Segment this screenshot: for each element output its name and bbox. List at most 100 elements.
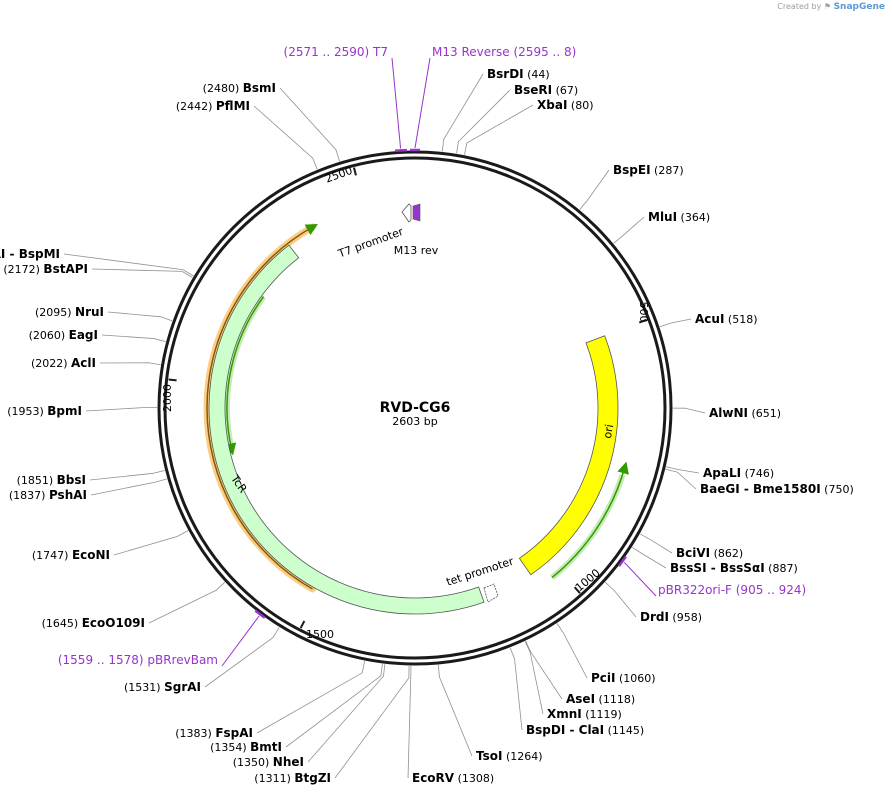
enzyme-label: (2172) BstAPI <box>3 262 88 276</box>
orf-arrow-left <box>224 296 265 456</box>
enzyme-position: (1531) <box>124 681 164 694</box>
enzyme-label: EcoRV (1308) <box>412 771 494 785</box>
leader-line <box>253 105 318 170</box>
tick-label: 2000 <box>161 384 174 412</box>
enzyme-name: EcoNI <box>72 548 110 562</box>
enzyme-position: (1645) <box>42 617 82 630</box>
leader-line <box>613 216 645 244</box>
enzyme-position: (1145) <box>604 724 644 737</box>
enzyme-name: BfuAI - BspMI <box>0 247 60 261</box>
enzyme-label: (2175) BfuAI - BspMI <box>0 247 60 261</box>
enzyme-name: BpmI <box>47 404 82 418</box>
leader-line <box>525 640 563 700</box>
enzyme-name: TsoI <box>476 749 502 763</box>
leader-lines <box>63 57 706 779</box>
enzyme-label: (1851) BbsI <box>17 473 86 487</box>
enzyme-name: BsmI <box>243 81 276 95</box>
feature-label: M13 rev <box>394 244 439 257</box>
tcr-feature <box>208 244 485 615</box>
enzyme-label: BsrDI (44) <box>487 67 550 81</box>
primer-mark <box>394 148 407 153</box>
enzyme-position: (1119) <box>582 708 622 721</box>
leader-line <box>665 468 697 490</box>
tick-label: 500 <box>637 302 650 323</box>
enzyme-name: BseRI <box>514 83 552 97</box>
enzyme-label: (1311) BtgZI <box>254 771 331 785</box>
primer-label: (2571 .. 2590) T7 <box>284 45 388 59</box>
leader-line <box>256 660 365 734</box>
leader-line <box>101 334 166 343</box>
leader-line <box>334 665 410 779</box>
enzyme-name: BbsI <box>57 473 86 487</box>
leader-line <box>204 627 280 688</box>
enzyme-name: SgrAI <box>164 680 201 694</box>
enzyme-label: (2060) EagI <box>29 328 98 342</box>
enzyme-name: AseI <box>566 692 595 706</box>
enzyme-position: (518) <box>724 313 757 326</box>
enzyme-position: (651) <box>748 407 781 420</box>
enzyme-label: (1531) SgrAI <box>124 680 201 694</box>
enzyme-position: (862) <box>710 547 743 560</box>
enzyme-label: AseI (1118) <box>566 692 635 706</box>
enzyme-label: BspDI - ClaI (1145) <box>526 723 644 737</box>
enzyme-position: (958) <box>669 611 702 624</box>
leader-line <box>63 253 194 277</box>
enzyme-position: (1953) <box>7 405 47 418</box>
leader-line <box>524 641 544 715</box>
m13-rev-icon <box>412 203 421 222</box>
enzyme-label: (1354) BmtI <box>210 740 282 754</box>
enzyme-name: XmnI <box>547 707 582 721</box>
enzyme-name: NheI <box>273 755 304 769</box>
enzyme-label: XmnI (1119) <box>547 707 622 721</box>
enzyme-position: (2442) <box>176 100 216 113</box>
enzyme-name: ApaLI <box>703 466 741 480</box>
enzyme-label: (1645) EcoO109I <box>42 616 145 630</box>
leader-line <box>631 546 667 569</box>
ori-feature <box>518 335 619 576</box>
enzyme-position: (1851) <box>17 474 57 487</box>
enzyme-position: (750) <box>821 483 854 496</box>
enzyme-position: (2022) <box>31 357 71 370</box>
snapgene-logo-icon: ⚑ <box>823 2 832 11</box>
enzyme-name: BmtI <box>250 740 282 754</box>
enzyme-label: DrdI (958) <box>640 610 702 624</box>
enzyme-label: BaeGI - Bme1580I (750) <box>700 482 854 496</box>
leader-line <box>666 466 700 474</box>
leader-line <box>407 665 412 779</box>
snapgene-branding: Created by ⚑ SnapGene <box>777 2 885 12</box>
enzyme-position: (1264) <box>502 750 542 763</box>
leader-line <box>279 87 340 162</box>
enzyme-label: (2480) BsmI <box>203 81 276 95</box>
leader-line <box>441 73 484 152</box>
enzyme-position: (364) <box>677 211 710 224</box>
enzyme-position: (2172) <box>3 263 43 276</box>
enzyme-name: BciVI <box>676 546 710 560</box>
enzyme-label: (1837) PshAI <box>9 488 87 502</box>
enzyme-name: BspDI - ClaI <box>526 723 604 737</box>
enzyme-position: (44) <box>524 68 550 81</box>
plasmid-size: 2603 bp <box>392 415 437 428</box>
leader-line <box>90 478 168 496</box>
tick-mark <box>353 167 357 176</box>
enzyme-name: XbaI <box>537 98 567 112</box>
leader-line <box>89 470 165 481</box>
enzyme-label: BciVI (862) <box>676 546 743 560</box>
leader-line <box>509 647 523 731</box>
orf-arrow-right <box>551 461 629 579</box>
enzyme-position: (80) <box>567 99 593 112</box>
primer-leader <box>414 57 431 149</box>
enzyme-name: FspAI <box>215 726 253 740</box>
enzyme-label: TsoI (1264) <box>476 749 543 763</box>
enzyme-position: (746) <box>741 467 774 480</box>
leader-line <box>99 362 161 366</box>
tick-mark <box>299 620 306 629</box>
enzyme-label: BseRI (67) <box>514 83 578 97</box>
enzyme-label: (1383) FspAI <box>175 726 253 740</box>
tick-label: 1500 <box>306 628 334 641</box>
enzyme-label: MluI (364) <box>648 210 710 224</box>
enzyme-position: (2060) <box>29 329 69 342</box>
leader-line <box>307 664 386 763</box>
feature-label: tet promoter <box>445 555 516 589</box>
primer-mark <box>617 555 627 567</box>
